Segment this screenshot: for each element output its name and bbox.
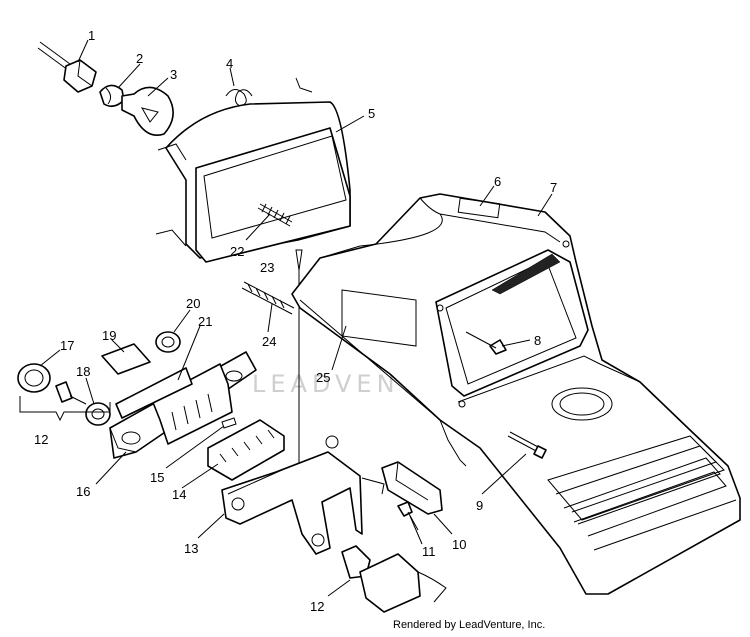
callout-20: 20 [186, 296, 200, 311]
callout-11: 11 [422, 544, 436, 559]
bolt-8 [465, 331, 507, 355]
callout-6: 6 [494, 174, 501, 189]
callout-16: 16 [76, 484, 90, 499]
group-12-brace [19, 396, 111, 422]
callout-2: 2 [136, 51, 143, 66]
callout-3: 3 [170, 67, 177, 82]
adjuster-spring-upper [257, 203, 293, 227]
decal-19 [101, 343, 151, 375]
callout-13: 13 [184, 541, 198, 556]
callout-17: 17 [60, 338, 74, 353]
screw-9 [507, 431, 547, 459]
callout-14: 14 [172, 487, 186, 502]
callout-4: 4 [226, 56, 233, 71]
callout-21: 21 [198, 314, 212, 329]
key-cap-17 [17, 363, 51, 393]
bracket-13 [221, 435, 363, 555]
callout-9: 9 [476, 498, 483, 513]
callout-1: 1 [88, 28, 95, 43]
callout-12-lower: 12 [310, 599, 324, 614]
fuse-block [207, 419, 285, 481]
headlight-bulb [121, 86, 174, 136]
callout-18: 18 [76, 364, 90, 379]
bulb-socket [99, 84, 125, 108]
ignition-switch [341, 545, 447, 613]
switch-10 [361, 461, 443, 515]
callout-12-group: 12 [34, 432, 48, 447]
wire-connector [37, 41, 97, 93]
callout-25: 25 [316, 370, 330, 385]
grommet-20 [155, 331, 181, 353]
callout-8: 8 [534, 333, 541, 348]
switch-panel [109, 351, 257, 459]
footer-credit: Rendered by LeadVenture, Inc. [393, 619, 546, 631]
dash-panel [291, 193, 741, 595]
callout-7: 7 [550, 180, 557, 195]
screw-11 [397, 501, 419, 531]
callout-24: 24 [262, 334, 276, 349]
callout-22: 22 [230, 244, 244, 259]
callout-23: 23 [260, 260, 274, 275]
callout-5: 5 [368, 106, 375, 121]
adjuster-spring-lower [241, 281, 295, 315]
callout-10: 10 [452, 537, 466, 552]
key-18 [55, 381, 111, 426]
callout-19: 19 [102, 328, 116, 343]
leader-lines [39, 39, 553, 597]
callout-15: 15 [150, 470, 164, 485]
callout-labels: 1 2 3 4 5 6 7 8 9 10 11 12 12 13 14 15 1… [34, 28, 557, 614]
bracket-21 [115, 367, 193, 419]
headlight-housing [155, 77, 351, 263]
